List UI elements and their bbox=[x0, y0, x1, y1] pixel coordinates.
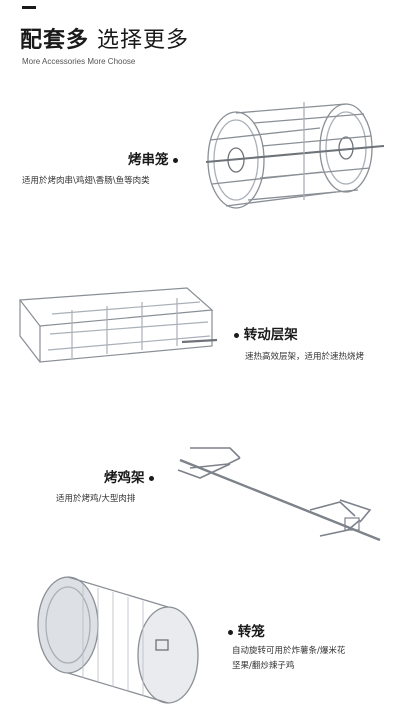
product-desc-rotating-rack: 速热高效层架，适用於速热烧烤 bbox=[245, 352, 365, 362]
product-name-chicken-fork: 烤鸡架 bbox=[104, 466, 155, 486]
product-desc-chicken-fork: 适用於烤鸡/大型肉排 bbox=[56, 494, 136, 504]
product-name-rotisserie-basket: 转笼 bbox=[228, 620, 265, 640]
product-desc-rotisserie-basket: 自动旋转可用於炸薯条/爆米花 坚果/翻炒辣子鸡 bbox=[232, 644, 345, 674]
desc-line: 自动旋转可用於炸薯条/爆米花 bbox=[232, 646, 346, 656]
page-title: 配套多选择更多 bbox=[20, 22, 189, 54]
top-accent-bar bbox=[22, 6, 36, 9]
bullet-dot bbox=[149, 475, 155, 481]
title-light: 选择更多 bbox=[97, 28, 190, 53]
product-desc-skewer-cage: 适用於烤肉串\鸡翅\香肠\鱼等肉类 bbox=[22, 176, 150, 186]
desc-line: 坚果/翻炒辣子鸡 bbox=[232, 661, 295, 671]
product-name-rotating-rack: 转动层架 bbox=[234, 323, 298, 343]
rotating-rack-image bbox=[12, 270, 222, 390]
bullet-dot bbox=[173, 157, 179, 163]
bullet-dot bbox=[234, 332, 239, 338]
skewer-cage-image bbox=[196, 88, 391, 228]
chicken-fork-image bbox=[170, 440, 385, 550]
page-subtitle: More Accessories More Choose bbox=[22, 57, 136, 66]
rotisserie-basket-image bbox=[28, 570, 206, 710]
product-name-skewer-cage: 烤串笼 bbox=[128, 148, 179, 168]
bullet-dot bbox=[228, 629, 233, 635]
title-bold: 配套多 bbox=[20, 28, 90, 53]
